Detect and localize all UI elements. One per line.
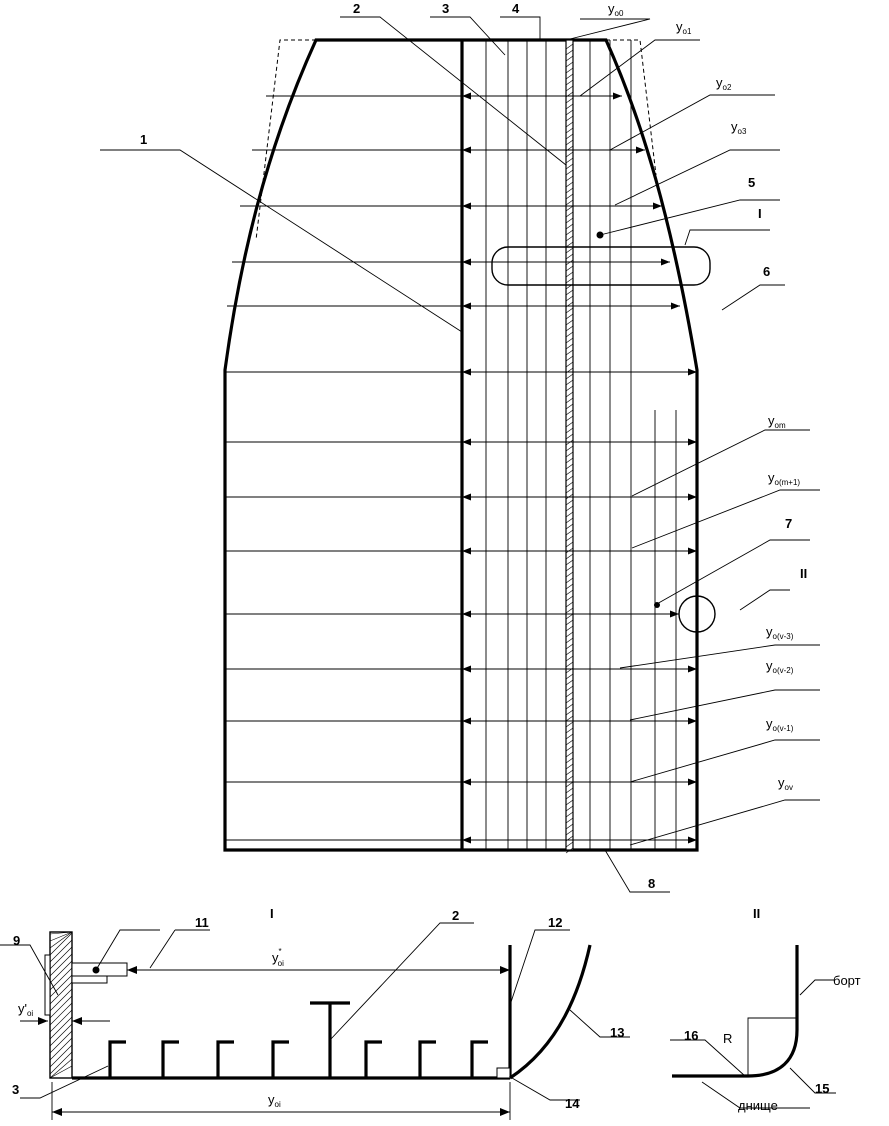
dashed-contour — [255, 39, 657, 241]
detail-I-marker — [491, 246, 711, 286]
dim-yov: yov — [778, 775, 793, 792]
dim-yoi-prime: y'oi — [18, 1001, 33, 1018]
stiffener-profile — [364, 1040, 382, 1078]
dim-yom: yom — [768, 413, 786, 430]
detail-II-section: II R борт 16 15 днище — [670, 906, 861, 1113]
callout-15: 15 — [815, 1081, 829, 1096]
stiffener-profile — [108, 1040, 126, 1078]
callout-2b: 2 — [452, 908, 459, 923]
dim-yov3: yo(v-3) — [766, 624, 794, 641]
dim-yoi: yoi — [268, 1092, 281, 1109]
callout-14: 14 — [565, 1096, 580, 1111]
radius-label: R — [723, 1031, 732, 1046]
callout-16: 16 — [684, 1028, 698, 1043]
dim-yoi-star: y*oi — [272, 947, 284, 968]
callout-3: 3 — [442, 1, 449, 16]
callout-5: 5 — [748, 175, 755, 190]
callout-2: 2 — [353, 1, 360, 16]
longitudinal-lines — [485, 40, 677, 850]
bottom-label: днище — [738, 1098, 778, 1113]
callout-13: 13 — [610, 1025, 624, 1040]
stiffener-profile — [470, 1040, 488, 1078]
breadth-arrows — [225, 92, 697, 844]
callout-1: 1 — [140, 132, 147, 147]
dim-y00: yo0 — [608, 1, 624, 18]
main-plan-view: 1 2 3 4 5 6 7 8 I II yo0 yo1 yo2 yo3 yom… — [100, 1, 820, 893]
detail-II-label: II — [800, 566, 807, 581]
dim-y01: yo1 — [676, 19, 692, 36]
callout-6: 6 — [763, 264, 770, 279]
dim-y03: yo3 — [731, 119, 747, 136]
callout-12: 12 — [548, 915, 562, 930]
detail-I-title: I — [270, 906, 274, 921]
callout-11: 11 — [195, 915, 209, 930]
detail-I-section: I y*oi y'oi yoi — [0, 906, 630, 1120]
dim-yom1: yo(m+1) — [768, 470, 800, 487]
dim-yov2: yo(v-2) — [766, 658, 794, 675]
leader-lines — [100, 16, 820, 893]
callout-7: 7 — [785, 516, 792, 531]
side-label: борт — [833, 973, 861, 988]
callout-9: 9 — [13, 933, 20, 948]
stiffener-profile — [161, 1040, 179, 1078]
callout-4: 4 — [512, 1, 520, 16]
centre-girder-hatched — [565, 39, 574, 854]
stiffener-profile — [216, 1040, 234, 1078]
detail-II-title: II — [753, 906, 760, 921]
stiffener-profile — [271, 1040, 289, 1078]
callout-8: 8 — [648, 876, 655, 891]
stiffener-profile — [418, 1040, 436, 1078]
hull-outline — [223, 38, 699, 852]
dim-yov1: yo(v-1) — [766, 716, 794, 733]
detail-I-label: I — [758, 206, 762, 221]
dim-y02: yo2 — [716, 75, 732, 92]
detail-II-marker — [678, 595, 716, 633]
callout-3b: 3 — [12, 1082, 19, 1097]
